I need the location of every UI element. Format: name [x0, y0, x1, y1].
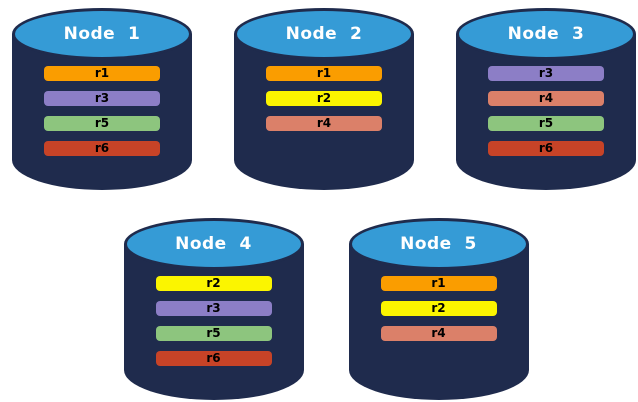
replica-label: r1: [431, 276, 446, 290]
replica-label: r3: [538, 66, 554, 80]
replica-label: r6: [538, 141, 554, 155]
node-cylinder-5: Node 5 r1 r2 r4: [348, 218, 529, 400]
replica-label: r4: [316, 116, 332, 130]
replica-bar-r6: r6: [155, 351, 272, 366]
cylinder-top: Node 2: [234, 8, 414, 60]
node-cylinder-3: Node 3 r3 r4 r5 r6: [456, 8, 636, 190]
replica-bar-r3: r3: [488, 66, 604, 81]
replica-list: r3 r4 r5 r6: [456, 66, 636, 156]
node-label: Node 1: [63, 24, 141, 44]
cylinder-body: [348, 244, 529, 400]
replica-list: r1 r2 r4: [234, 66, 414, 131]
replica-bar-r1: r1: [44, 66, 160, 81]
replica-bar-r6: r6: [488, 141, 604, 156]
cylinder-top: Node 3: [456, 8, 636, 60]
replica-label: r2: [206, 276, 221, 290]
replica-bar-r2: r2: [380, 301, 497, 316]
node-label: Node 2: [285, 24, 363, 44]
cylinder-body: [12, 34, 192, 190]
cylinder-body: [123, 244, 304, 400]
replica-bar-r5: r5: [155, 326, 272, 341]
cylinder-body: [456, 34, 636, 190]
node-row-2: Node 4 r2 r3 r5 r6 Node 5 r1 r2 r4: [7, 218, 638, 400]
replica-list: r1 r2 r4: [349, 276, 529, 341]
node-cylinder-4: Node 4 r2 r3 r5 r6: [123, 218, 304, 400]
replica-label: r5: [206, 326, 221, 340]
replica-label: r5: [538, 116, 554, 130]
replica-bar-r5: r5: [488, 116, 604, 131]
replica-bar-r4: r4: [266, 116, 382, 131]
node-label: Node 5: [400, 234, 477, 254]
replica-label: r4: [431, 326, 446, 340]
replica-bar-r4: r4: [488, 91, 604, 106]
replica-label: r3: [206, 301, 221, 315]
replica-label: r1: [94, 66, 110, 80]
replica-list: r2 r3 r5 r6: [124, 276, 304, 366]
replica-bar-r1: r1: [266, 66, 382, 81]
replica-list: r1 r3 r5 r6: [12, 66, 192, 156]
replica-bar-r2: r2: [266, 91, 382, 106]
replica-bar-r3: r3: [155, 301, 272, 316]
replica-bar-r3: r3: [44, 91, 160, 106]
replica-label: r2: [316, 91, 332, 105]
replica-label: r5: [94, 116, 110, 130]
node-cylinder-2: Node 2 r1 r2 r4: [234, 8, 414, 190]
replica-label: r2: [431, 301, 446, 315]
replica-bar-r6: r6: [44, 141, 160, 156]
cylinder-top: Node 4: [123, 218, 304, 270]
replica-label: r3: [94, 91, 110, 105]
cylinder-top: Node 1: [12, 8, 192, 60]
replica-bar-r2: r2: [155, 276, 272, 291]
replica-bar-r4: r4: [380, 326, 497, 341]
replica-label: r4: [538, 91, 554, 105]
node-cylinder-1: Node 1 r1 r3 r5 r6: [12, 8, 192, 190]
replica-label: r6: [206, 351, 221, 365]
cylinder-top: Node 5: [348, 218, 529, 270]
replica-bar-r5: r5: [44, 116, 160, 131]
replica-label: r6: [94, 141, 110, 155]
node-row-1: Node 1 r1 r3 r5 r6 Node 2 r1 r2 r4 Node 3 r3 r4 r5 r6: [12, 8, 638, 190]
replication-diagram: Node 1 r1 r3 r5 r6 Node 2 r1 r2 r4 Node 3 r3 r4 r5 r6…: [0, 8, 638, 402]
replica-bar-r1: r1: [380, 276, 497, 291]
replica-label: r1: [316, 66, 332, 80]
cylinder-body: [234, 34, 414, 190]
node-label: Node 3: [507, 24, 585, 44]
node-label: Node 4: [175, 234, 252, 254]
